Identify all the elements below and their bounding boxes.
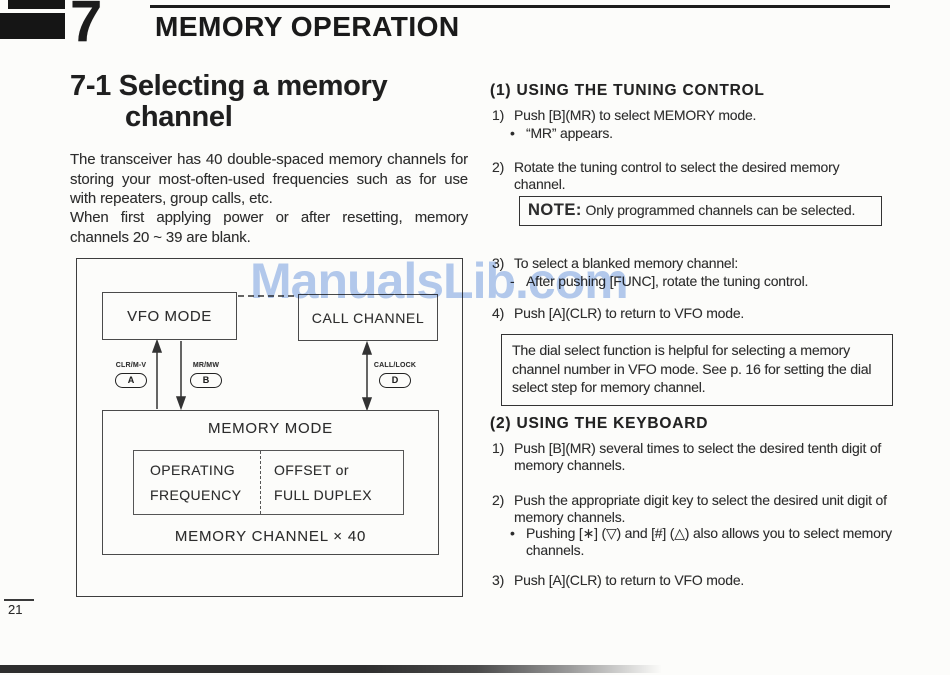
frequency-label: FREQUENCY: [150, 487, 242, 504]
tuning-step-1: 1) Push [B](MR) to select MEMORY mode.: [490, 107, 894, 124]
button-a-group: CLR/M-V A: [101, 362, 161, 388]
call-channel-box: CALL CHANNEL: [298, 294, 438, 341]
dial-select-tip-box: The dial select function is helpful for …: [501, 334, 893, 406]
right-column: (1) USING THE TUNING CONTROL 1) Push [B]…: [490, 0, 894, 675]
step-text: Push [A](CLR) to return to VFO mode.: [514, 305, 745, 321]
note-box: NOTE: Only programmed channels can be se…: [519, 196, 882, 226]
chapter-title: MEMORY OPERATION: [155, 11, 460, 42]
step-marker: 1): [492, 440, 505, 456]
operating-label: OPERATING: [150, 461, 236, 478]
key-d-button: D: [379, 373, 411, 388]
keyboard-step-1: 1) Push [B](MR) several times to select …: [490, 440, 894, 474]
step-marker: 3): [492, 255, 505, 271]
step-text: Push [B](MR) several times to select the…: [514, 440, 882, 473]
keyboard-step-3: 3) Push [A](CLR) to return to VFO mode.: [490, 572, 894, 589]
offset-duplex-cell: OFFSET or FULL DUPLEX: [260, 451, 403, 514]
step-marker: 4): [492, 305, 505, 321]
footer-bar: [0, 665, 662, 673]
mode-diagram: VFO MODE CALL CHANNEL CLR/M-V A MR/MW B …: [76, 258, 463, 597]
tuning-step-1-note: • “MR” appears.: [490, 125, 894, 142]
vfo-mode-box: VFO MODE: [102, 292, 237, 340]
tuning-step-2: 2) Rotate the tuning control to select t…: [490, 159, 894, 193]
key-b-button: B: [190, 373, 222, 388]
step-text: “MR” appears.: [526, 125, 613, 141]
step-text: Push [B](MR) to select MEMORY mode.: [514, 107, 757, 123]
bullet-marker: •: [510, 125, 515, 141]
page-number: 21: [4, 599, 34, 617]
step-marker: 1): [492, 107, 505, 123]
button-d-label: CALL/LOCK: [373, 362, 417, 369]
memory-mode-title: MEMORY MODE: [208, 420, 333, 437]
step-text: Push the appropriate digit key to select…: [514, 492, 887, 525]
keyboard-step-2-sub: • Pushing [∗] (▽) and [#] (△) also allow…: [490, 525, 894, 559]
memory-contents-box: OPERATING FREQUENCY OFFSET or FULL DUPLE…: [133, 450, 404, 515]
tuning-step-4: 4) Push [A](CLR) to return to VFO mode.: [490, 305, 894, 322]
note-label: NOTE:: [528, 201, 582, 219]
header-rule: [150, 5, 890, 8]
full-duplex-label: FULL DUPLEX: [274, 487, 373, 504]
note-text: Only programmed channels can be selected…: [585, 202, 856, 218]
memory-mode-box: MEMORY MODE OPERATING FREQUENCY OFFSET o…: [102, 410, 439, 555]
button-b-label: MR/MW: [192, 362, 220, 369]
section2-heading: (2) USING THE KEYBOARD: [490, 415, 709, 432]
button-a-label: CLR/M-V: [115, 362, 147, 369]
mode-transition-arrows: [151, 295, 373, 412]
step-marker: 2): [492, 492, 505, 508]
keyboard-step-2: 2) Push the appropriate digit key to sel…: [490, 492, 894, 526]
section-title-line2: channel: [125, 101, 233, 133]
header-tab-bar-top: [8, 0, 65, 9]
step-marker: 2): [492, 159, 505, 175]
step-text: After pushing [FUNC], rotate the tuning …: [526, 273, 809, 289]
dash-marker: -: [510, 273, 515, 289]
intro-paragraph-2: When first applying power or after reset…: [70, 209, 468, 246]
step-text: To select a blanked memory channel:: [514, 255, 739, 271]
tuning-step-3-sub: - After pushing [FUNC], rotate the tunin…: [490, 273, 894, 290]
memory-channel-count: MEMORY CHANNEL × 40: [174, 528, 367, 545]
step-marker: 3): [492, 572, 505, 588]
button-b-group: MR/MW B: [176, 362, 236, 388]
bullet-marker: •: [510, 525, 515, 541]
tuning-step-3: 3) To select a blanked memory channel:: [490, 255, 894, 272]
header-tab-bar: [0, 13, 65, 39]
section-title-line1: 7-1 Selecting a memory: [70, 70, 388, 102]
step-text: Push [A](CLR) to return to VFO mode.: [514, 572, 745, 588]
section1-heading: (1) USING THE TUNING CONTROL: [490, 82, 765, 99]
operating-frequency-cell: OPERATING FREQUENCY: [134, 451, 260, 514]
intro-paragraph-1: The transceiver has 40 double-spaced mem…: [70, 151, 468, 207]
offset-label: OFFSET or: [274, 461, 349, 478]
key-a-button: A: [115, 373, 147, 388]
step-text: Rotate the tuning control to select the …: [514, 159, 840, 192]
button-d-group: CALL/LOCK D: [365, 362, 425, 388]
step-text: Pushing [∗] (▽) and [#] (△) also allows …: [526, 525, 892, 558]
chapter-number: 7: [70, 0, 103, 54]
